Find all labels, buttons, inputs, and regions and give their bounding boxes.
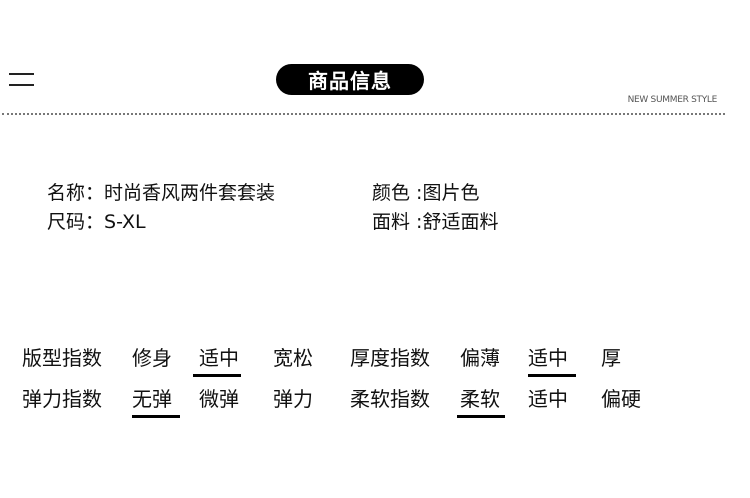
info-color: 颜色 :图片色 (372, 182, 479, 204)
stretch-index-label: 弹力指数 (22, 387, 102, 411)
info-fabric: 面料 :舒适面料 (372, 211, 498, 233)
dotted-divider (2, 113, 725, 115)
info-label: 尺码： (47, 211, 105, 233)
thickness-option: 偏薄 (460, 346, 500, 370)
thickness-option-selected: 适中 (528, 346, 568, 370)
info-label: 颜色 : (372, 182, 423, 204)
stretch-option: 微弹 (199, 387, 239, 411)
info-label: 面料 : (372, 211, 423, 233)
stretch-option: 弹力 (273, 387, 313, 411)
info-value: S-XL (104, 211, 146, 233)
selected-underline (528, 374, 576, 377)
section-title: 商品信息 (276, 64, 424, 95)
fit-option: 修身 (132, 346, 172, 370)
menu-icon-line-bottom (9, 84, 34, 86)
thickness-option: 厚 (601, 346, 621, 370)
selected-underline (457, 415, 505, 418)
info-name: 名称：时尚香风两件套套装 (47, 182, 275, 204)
softness-index-label: 柔软指数 (350, 387, 430, 411)
selected-underline (132, 415, 180, 418)
info-label: 名称： (47, 182, 105, 204)
menu-icon-line-top (9, 73, 34, 75)
info-size: 尺码：S-XL (47, 211, 146, 233)
info-value: 时尚香风两件套套装 (104, 182, 276, 204)
fit-option-selected: 适中 (199, 346, 239, 370)
thickness-index-label: 厚度指数 (350, 346, 430, 370)
selected-underline (193, 374, 241, 377)
softness-option: 偏硬 (601, 387, 641, 411)
fit-index-label: 版型指数 (22, 346, 102, 370)
info-value: 舒适面料 (422, 211, 499, 233)
fit-option: 宽松 (273, 346, 313, 370)
info-value: 图片色 (422, 182, 480, 204)
stretch-option-selected: 无弹 (132, 387, 172, 411)
tagline: NEW SUMMER STYLE (627, 95, 718, 105)
softness-option: 适中 (528, 387, 568, 411)
softness-option-selected: 柔软 (460, 387, 500, 411)
